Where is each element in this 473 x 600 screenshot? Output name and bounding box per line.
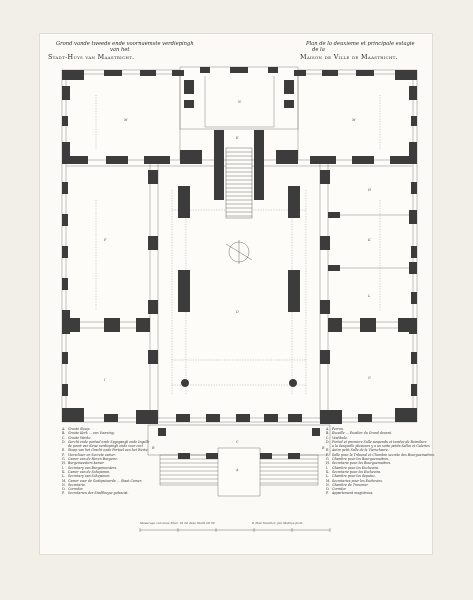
title-left-line3: Stadt-Huys van Maastricht. xyxy=(48,53,135,61)
room-label-e: E xyxy=(236,136,239,140)
legend-right-item: H.Secretarie pour les Bourguemaitres. xyxy=(326,461,392,466)
legend-left-item: K.Camer van de Schepenen. xyxy=(62,469,111,474)
title-right-line2: de la xyxy=(312,47,325,53)
legend-right: A.Perron. B.Escaille ... Escalier du Gra… xyxy=(326,427,435,496)
legend-left: A.Groote Stoep. B.Groote Kerk ... van Vo… xyxy=(62,427,149,496)
room-label-k: K xyxy=(368,238,371,242)
room-label-m-left: M xyxy=(124,118,128,122)
legend-right-item: M.Secretaries pour les Eschevins. xyxy=(326,478,383,483)
legend-left-item: B.Groote Kerk ... van Voorsing. xyxy=(62,431,115,436)
credits: P. Post Inventor. Jan Mathys fecit. xyxy=(252,521,304,525)
legend-right-item: G.Chambre pour les Bourguemaitres. xyxy=(326,457,390,462)
room-label-f: F xyxy=(104,238,107,242)
scale-caption: Mesurage van dese Stad. 10 20 dese Stadt… xyxy=(140,521,215,525)
legend-left-item: L.Secretary van Schepenen. xyxy=(62,474,111,479)
legend-right-item: D.Portail et premiere Salle suspendu et … xyxy=(326,439,427,444)
room-label-d: D xyxy=(236,310,239,314)
title-left-line2: van het xyxy=(110,47,130,53)
legend-right-item: K.Secretarie pour les Eschevins. xyxy=(326,469,382,474)
legend-right-item: C.Vestibule. xyxy=(326,435,348,440)
legend-left-item: M.Camer voor de Gedeputeerde ... Staat C… xyxy=(62,478,142,483)
legend-left-item: D.Gercht ende portael ende Spyegangk end… xyxy=(62,439,150,444)
title-right-line1: Plan de la deuxieme et principale estagi… xyxy=(306,41,415,47)
room-label-l: L xyxy=(368,294,371,298)
legend-right-item: B.Escaille ... Escalier du Grand devant. xyxy=(326,431,392,436)
room-label-b-left: B xyxy=(152,446,155,450)
room-label-i: I xyxy=(104,378,106,382)
title-left-line1: Grond vande tweede ende voornaemste verd… xyxy=(56,41,194,47)
legend-right-item: L.Chambre pour les deputez. xyxy=(326,474,376,479)
legend-right-item: F.Salle pour la Tribunal et Chambre secr… xyxy=(326,452,435,457)
room-label-a: A xyxy=(236,468,239,472)
legend-left-item: A.Groote Stoep. xyxy=(62,427,91,431)
legend-left-item: P.Secretarien der Stadthuyse gebouwt. xyxy=(62,491,129,496)
room-label-n: N xyxy=(238,100,241,104)
legend-left-item: G.Camer van de Heren Burgemr. xyxy=(62,457,118,462)
room-label-m-right: M xyxy=(352,118,356,122)
legend-right-item: O.Corridor. xyxy=(326,487,347,492)
legend-right-item: I.Chambre pour les Eschevins. xyxy=(326,465,380,470)
legend-right-item: A.Perron. xyxy=(326,427,344,431)
room-label-b-right: B xyxy=(322,446,325,450)
legend-right-item: a la desquelle plusieurs y a un sorte pe… xyxy=(332,444,430,449)
legend-left-item: de poort van dewe verdiepingh ende voor … xyxy=(68,444,143,449)
legend-left-item: F.Vierschaer en Secrete camer. xyxy=(62,452,116,457)
room-label-c: C xyxy=(236,440,239,444)
title-right-line3: Maison de Ville de Maastricht. xyxy=(300,53,398,61)
legend-right-item: E.Autre petit Salle de la Vierschaere. xyxy=(326,448,389,453)
legend-left-item: N.Secretarie. xyxy=(62,482,86,487)
legend-right-item: P.Appartement magistraux. xyxy=(326,491,374,496)
legend-left-item: E.Stoep van het Gracht ende Portael van … xyxy=(62,448,149,453)
legend-right-item: N.Chambre de Tresorier. xyxy=(326,482,369,487)
legend-left-item: I.Secretary van Burgemeesters. xyxy=(62,465,118,470)
legend-left-item: H.Burgemeesters kamer. xyxy=(62,461,105,466)
room-label-h: H xyxy=(368,188,371,192)
room-label-g: G xyxy=(368,376,371,380)
legend-left-item: O.Corredor. xyxy=(62,487,84,492)
legend-left-item: C.Groote Werke. xyxy=(62,435,92,440)
